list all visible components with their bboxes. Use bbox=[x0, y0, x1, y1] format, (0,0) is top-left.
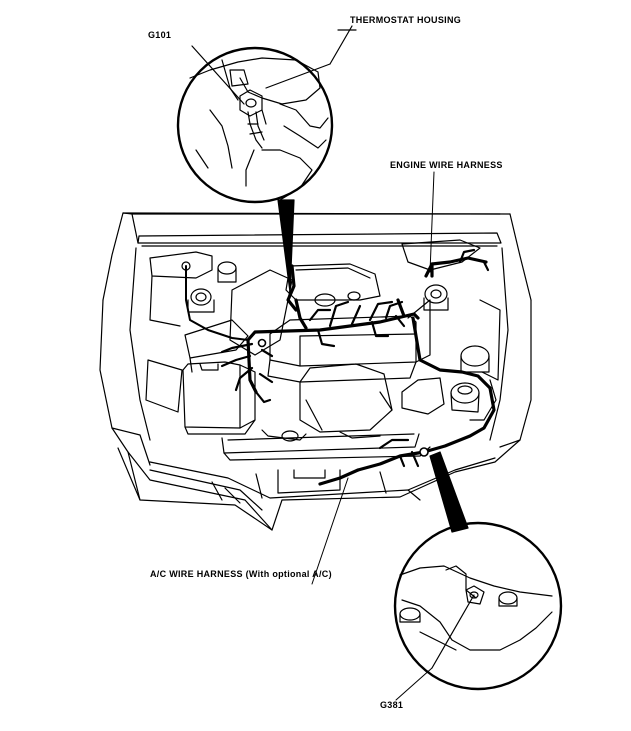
callout-leader-lines bbox=[312, 172, 434, 700]
engine-block bbox=[262, 264, 444, 441]
g381-inset-connector bbox=[430, 452, 468, 532]
g101-label: G101 bbox=[148, 30, 172, 40]
ac-wire-harness-label: A/C WIRE HARNESS (With optional A/C) bbox=[150, 569, 332, 579]
g381-label: G381 bbox=[380, 700, 404, 710]
g101-ground-point bbox=[259, 340, 266, 347]
right-engine-bay-components bbox=[402, 240, 500, 420]
engine-wire-harness-label: ENGINE WIRE HARNESS bbox=[390, 160, 503, 170]
car-body-outline bbox=[100, 233, 531, 530]
harness-branch-wires bbox=[222, 250, 488, 466]
thermostat-housing-label: THERMOSTAT HOUSING bbox=[350, 15, 462, 25]
engine-wire-harness-route bbox=[248, 258, 494, 484]
g101-detail-inset bbox=[178, 26, 356, 202]
g381-detail-inset bbox=[395, 523, 561, 689]
g101-inset-connector bbox=[278, 200, 294, 292]
raised-hood bbox=[103, 213, 531, 300]
g381-ground-point bbox=[420, 448, 428, 456]
left-engine-bay-components bbox=[146, 252, 292, 434]
